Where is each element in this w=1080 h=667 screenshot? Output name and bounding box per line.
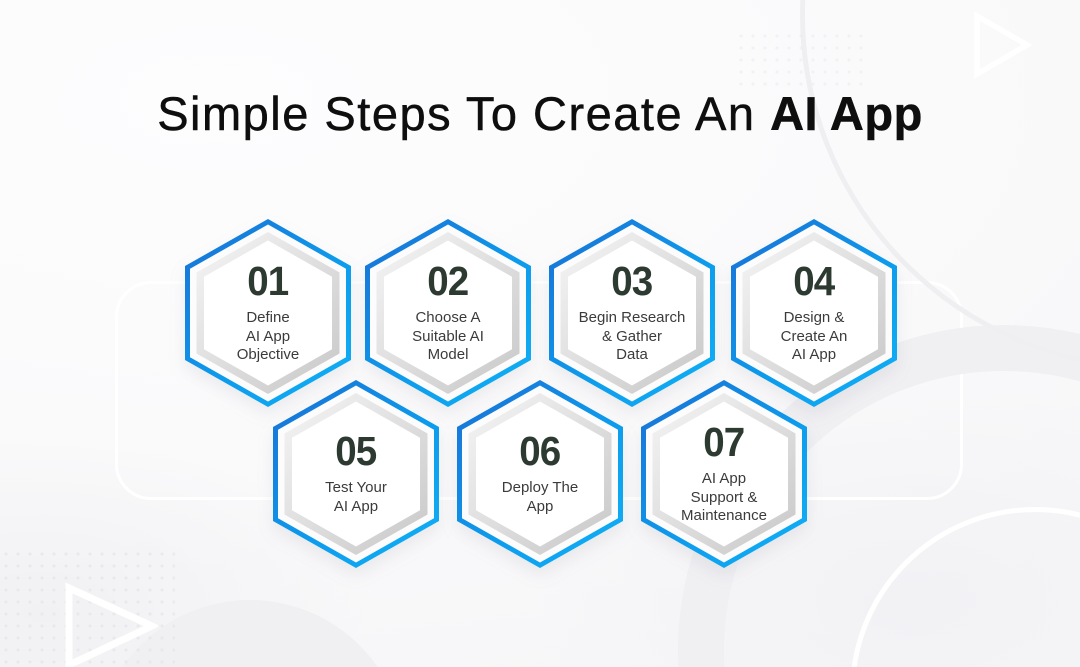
- step-number: 01: [247, 257, 289, 304]
- step-hexagon-06: 06 Deploy The App: [457, 380, 623, 568]
- step-content: 02 Choose A Suitable AI Model: [365, 219, 531, 407]
- step-hexagon-03: 03 Begin Research & Gather Data: [549, 219, 715, 407]
- step-hexagon-05: 05 Test Your AI App: [273, 380, 439, 568]
- step-number: 02: [427, 257, 469, 304]
- step-hexagon-04: 04 Design & Create An AI App: [731, 219, 897, 407]
- step-content: 06 Deploy The App: [457, 380, 623, 568]
- step-content: 01 Define AI App Objective: [185, 219, 351, 407]
- step-number: 05: [335, 428, 377, 475]
- step-label: Begin Research & Gather Data: [578, 308, 686, 364]
- step-hexagon-07: 07 AI App Support & Maintenance: [641, 380, 807, 568]
- title-regular-text: Simple Steps To Create An: [157, 87, 771, 140]
- step-label: AI App Support & Maintenance: [681, 469, 767, 525]
- halftone-dots-pattern: [735, 30, 863, 92]
- step-content: 07 AI App Support & Maintenance: [641, 380, 807, 568]
- step-label: Choose A Suitable AI Model: [412, 308, 484, 364]
- page-title: Simple Steps To Create An AI App: [0, 87, 1080, 140]
- step-hexagon-02: 02 Choose A Suitable AI Model: [365, 219, 531, 407]
- title-bold-text: AI App: [770, 87, 923, 140]
- step-label: Define AI App Objective: [236, 308, 300, 364]
- step-number: 04: [793, 257, 835, 304]
- step-hexagon-01: 01 Define AI App Objective: [185, 219, 351, 407]
- step-content: 03 Begin Research & Gather Data: [549, 219, 715, 407]
- step-label: Test Your AI App: [325, 479, 387, 515]
- step-content: 04 Design & Create An AI App: [731, 219, 897, 407]
- step-number: 06: [519, 428, 561, 475]
- step-label: Deploy The App: [501, 479, 579, 515]
- step-number: 03: [611, 257, 653, 304]
- play-triangle-outline-icon: [974, 11, 1033, 79]
- play-triangle-outline-icon: [65, 582, 158, 667]
- step-number: 07: [703, 418, 745, 465]
- step-label: Design & Create An AI App: [780, 308, 848, 364]
- halftone-dots-pattern: [0, 548, 175, 667]
- step-content: 05 Test Your AI App: [273, 380, 439, 568]
